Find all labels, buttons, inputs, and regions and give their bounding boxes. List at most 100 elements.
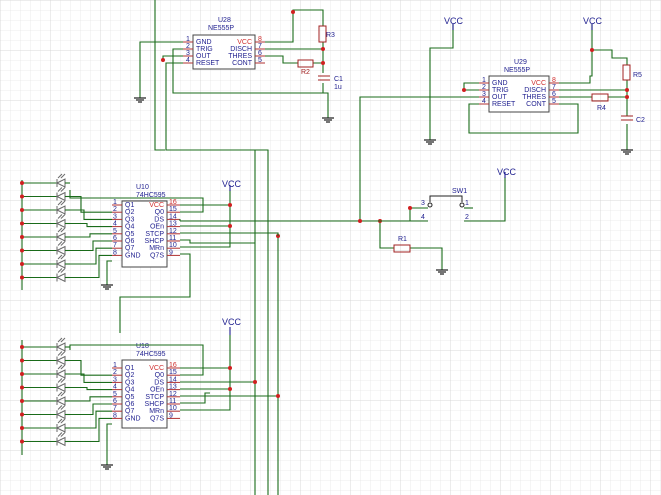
sw1-pin: 3 — [421, 200, 425, 207]
pin-name: Q4 — [125, 224, 134, 231]
junction-dot — [20, 248, 24, 253]
led-column-u18 — [20, 337, 112, 447]
r2-label: R2 — [301, 69, 310, 76]
u29-pin-name: CONT — [526, 101, 547, 108]
pin-number: 7 — [113, 242, 117, 249]
u28-pin-name: RESET — [196, 60, 220, 67]
pin-number: 14 — [169, 213, 177, 220]
pin-number: 15 — [169, 206, 177, 213]
pin-number: 16 — [169, 362, 177, 369]
sw1-pin: 1 — [465, 200, 469, 207]
junction-dot — [20, 399, 24, 403]
pin-number: 10 — [169, 405, 177, 412]
led-ray — [60, 405, 66, 410]
u28-pin: 2 — [186, 43, 190, 50]
led-route — [70, 240, 112, 252]
u29-pin-name: TRIG — [492, 87, 509, 94]
pin-name: OEn — [150, 387, 164, 394]
pin-name: Q7 — [125, 408, 134, 415]
sw1-pin: 4 — [421, 214, 425, 221]
led-route — [70, 403, 112, 416]
u10-part: 74HC595 — [136, 192, 166, 199]
u28-pin-name: DISCH — [230, 46, 252, 53]
u29-pin-name: RESET — [492, 101, 516, 108]
r3-label: R3 — [326, 32, 335, 39]
vcc-label: VCC — [222, 317, 242, 327]
ground-symbol — [424, 139, 436, 145]
resistor-r5[interactable]: R5 — [622, 64, 642, 81]
resistor-r1[interactable]: R1 — [393, 236, 411, 253]
pin-number: 16 — [169, 199, 177, 206]
u28-pin: 1 — [186, 36, 190, 43]
u28-pin: 7 — [258, 43, 262, 50]
pin-name: Q1 — [125, 365, 134, 372]
led-route — [70, 209, 112, 220]
pin-number: 1 — [113, 362, 117, 369]
data-bus-wiring — [180, 150, 410, 495]
led-column-u10 — [20, 173, 112, 283]
resistor-r3[interactable]: R3 — [318, 25, 335, 43]
pin-number: 9 — [169, 412, 173, 419]
pin-number: 6 — [113, 235, 117, 242]
led-ray — [57, 364, 63, 370]
pin-name: Q2 — [125, 372, 134, 379]
pin-number: 6 — [113, 398, 117, 405]
led-route — [70, 386, 112, 391]
chip-u18[interactable]: U18 74HC595 — [121, 343, 168, 429]
u29-pin: 2 — [482, 84, 486, 91]
pin-name: DS — [154, 379, 164, 386]
led-ray — [57, 432, 63, 437]
u29-pin: 4 — [482, 98, 486, 105]
u28-pin-name: OUT — [196, 53, 212, 60]
u28-pin: 4 — [186, 57, 190, 64]
junction-dot — [20, 345, 24, 349]
pin-number: 2 — [113, 369, 117, 376]
led-ray — [60, 391, 66, 397]
pin-number: 5 — [113, 391, 117, 398]
led-ray — [57, 241, 63, 246]
led-ray — [60, 418, 66, 424]
capacitor-c1[interactable]: C1 1u — [318, 75, 343, 91]
ground-symbol — [101, 464, 113, 470]
pin-number: 12 — [169, 228, 177, 235]
capacitor-c2[interactable]: C2 — [621, 115, 645, 124]
c1-value: 1u — [334, 84, 342, 91]
u28-pin-name: TRIG — [196, 46, 213, 53]
pin-name: Q2 — [125, 209, 134, 216]
u29-pin: 7 — [552, 84, 556, 91]
vcc-power-symbol: VCC — [222, 317, 242, 335]
sw1-label: SW1 — [452, 188, 467, 195]
led-route — [70, 254, 112, 279]
pin-name: VCC — [149, 365, 164, 372]
led-ray — [60, 241, 66, 246]
resistor-r2[interactable]: R2 — [297, 59, 314, 76]
chip-u28[interactable]: U28 NE555P 1 2 3 4 GND TRIG OUT RESET VC… — [183, 17, 265, 70]
junction-dot — [20, 221, 24, 226]
u28-pin-name: THRES — [228, 53, 252, 60]
led-ray — [60, 173, 66, 179]
led-ray — [60, 214, 66, 219]
resistor-r4[interactable]: R4 — [591, 93, 609, 112]
u18-ref: U18 — [136, 343, 149, 350]
u28-pin: 3 — [186, 50, 190, 57]
led-ray — [60, 432, 66, 437]
switch-sw1[interactable]: SW1 3 1 4 2 — [421, 188, 469, 221]
u29-pin: 8 — [552, 77, 556, 84]
chip-u29[interactable]: U29 NE555P 1 2 3 4 GND TRIG OUT RESET VC… — [479, 59, 559, 113]
led-ray — [57, 214, 63, 219]
vcc-label: VCC — [497, 167, 517, 177]
pin-number: 10 — [169, 242, 177, 249]
pin-name: Q7 — [125, 245, 134, 252]
pin-name: DS — [154, 216, 164, 223]
ground-symbol — [621, 149, 633, 155]
pin-name: STCP — [145, 231, 164, 238]
switch-wiring — [378, 177, 506, 270]
junction-dot — [20, 275, 24, 280]
junction-dot — [20, 439, 24, 444]
pin-number: 11 — [169, 235, 176, 242]
pin-name: Q0 — [155, 209, 164, 216]
led-route — [70, 396, 112, 402]
pin-number: 4 — [113, 384, 117, 391]
led-ray — [57, 337, 63, 343]
